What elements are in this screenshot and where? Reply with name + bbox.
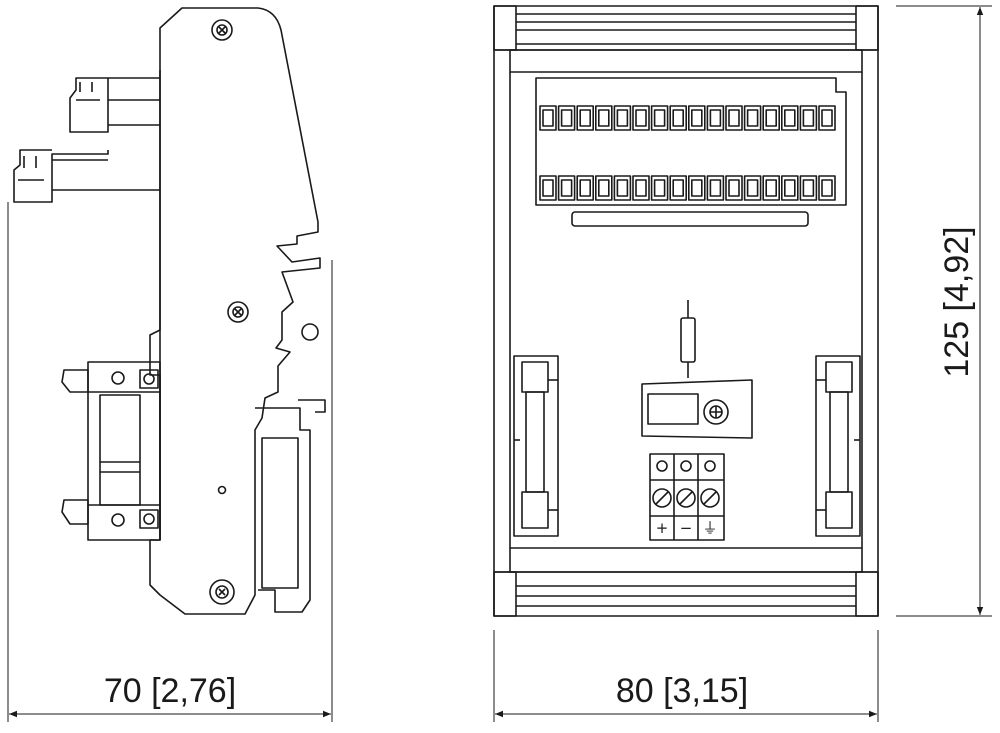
terminal-clamp-opening <box>690 109 703 127</box>
terminal-clamp <box>594 105 613 131</box>
terminal-clamp-opening <box>597 109 610 127</box>
terminal-clamp-opening <box>653 109 666 127</box>
dim-label-side-width: 70 [2,76] <box>104 672 236 710</box>
terminal-clamp-opening <box>765 109 778 127</box>
terminal-clamp <box>669 175 688 201</box>
terminal-clamp-opening <box>783 109 796 127</box>
terminal-clamp-opening <box>802 179 815 197</box>
dim-label-front-width: 80 [3,15] <box>616 672 748 710</box>
terminal-clamp-opening <box>560 109 573 127</box>
terminal-clamp <box>632 175 650 201</box>
terminal-clamp-opening <box>672 179 685 197</box>
terminal-clamp-opening <box>672 109 685 127</box>
side-screw-top <box>211 19 233 41</box>
side-connector-lower <box>13 149 160 203</box>
front-latch-right <box>815 355 861 537</box>
terminal-clamp <box>632 105 650 131</box>
terminal-clamp <box>557 175 576 201</box>
front-latch-left <box>513 355 559 537</box>
terminal-clamp-opening <box>746 179 759 197</box>
terminal-clamp <box>780 105 799 131</box>
terminal-clamp <box>576 105 595 131</box>
front-top-rail <box>493 5 879 73</box>
terminal-clamp <box>650 105 669 131</box>
ground-icon: ⏚ <box>702 519 717 537</box>
terminal-clamp <box>706 175 725 201</box>
terminal-clamp <box>687 105 706 131</box>
side-connector-upper <box>69 77 160 133</box>
terminal-clamp <box>687 175 706 201</box>
terminal-clamp-opening <box>690 179 703 197</box>
side-din-clip <box>255 323 326 613</box>
terminal-row-upper <box>539 105 836 131</box>
terminal-clamp <box>594 175 613 201</box>
front-housing <box>493 5 879 617</box>
terminal-clamp-opening <box>542 109 554 127</box>
terminal-clamp-opening <box>560 179 573 197</box>
terminal-clamp-opening <box>802 109 815 127</box>
terminal-clamp-opening <box>765 179 778 197</box>
terminal-clamp-opening <box>635 109 647 127</box>
terminal-clamp-opening <box>728 109 740 127</box>
terminal-clamp <box>818 175 836 201</box>
terminal-clamp-opening <box>597 179 610 197</box>
terminal-clamp-opening <box>542 179 554 197</box>
front-potentiometer <box>641 379 753 439</box>
terminal-clamp <box>799 105 818 131</box>
front-fuse <box>680 300 696 378</box>
terminal-clamp <box>706 105 725 131</box>
terminal-clamp-opening <box>616 109 629 127</box>
side-screw-middle <box>227 301 249 323</box>
terminal-clamp-opening <box>728 179 740 197</box>
terminal-clamp <box>669 105 688 131</box>
terminal-clamp <box>762 105 781 131</box>
terminal-clamp-opening <box>579 179 592 197</box>
terminal-clamp <box>743 105 762 131</box>
terminal-clamp <box>557 105 576 131</box>
side-housing <box>149 7 321 615</box>
terminal-clamp <box>780 175 799 201</box>
terminal-row-lower <box>539 175 836 201</box>
terminal-clamp-opening <box>616 179 629 197</box>
terminal-clamp-opening <box>821 109 833 127</box>
plus-symbol: + <box>656 519 669 537</box>
terminal-clamp-opening <box>821 179 833 197</box>
terminal-clamp <box>539 175 557 201</box>
terminal-clamp <box>613 175 632 201</box>
terminal-clamp <box>725 175 743 201</box>
minus-symbol: − <box>680 519 693 537</box>
terminal-clamp <box>818 105 836 131</box>
side-screw-bottom <box>209 579 235 605</box>
dim-label-front-height: 125 [4,92] <box>938 226 976 377</box>
terminal-clamp <box>576 175 595 201</box>
terminal-clamp-opening <box>653 179 666 197</box>
terminal-clamp <box>650 175 669 201</box>
terminal-clamp <box>799 175 818 201</box>
front-bottom-rail <box>493 547 879 617</box>
terminal-clamp <box>743 175 762 201</box>
terminal-clamp-opening <box>709 109 722 127</box>
terminal-clamp-opening <box>746 109 759 127</box>
terminal-clamp <box>762 175 781 201</box>
side-view <box>7 7 333 722</box>
terminal-clamp-opening <box>783 179 796 197</box>
terminal-clamp-opening <box>635 179 647 197</box>
front-power-terminal <box>649 453 725 541</box>
terminal-clamp <box>613 105 632 131</box>
terminal-clamp <box>539 105 557 131</box>
front-terminal-board <box>535 77 847 227</box>
side-terminal-block <box>61 361 161 541</box>
front-view <box>493 5 992 722</box>
terminal-clamp-opening <box>579 109 592 127</box>
terminal-clamp-opening <box>709 179 722 197</box>
terminal-clamp <box>725 105 743 131</box>
